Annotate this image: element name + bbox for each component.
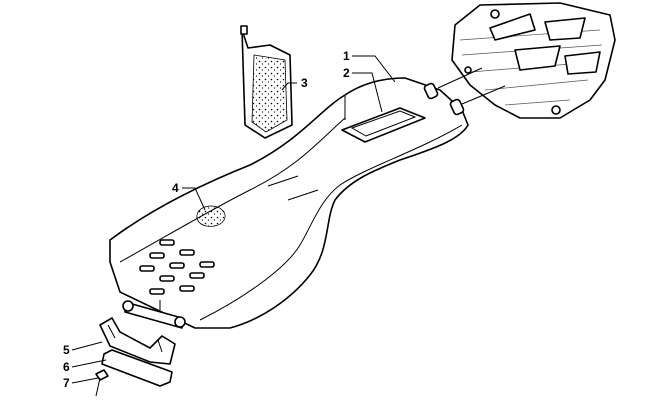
skid-plate <box>109 77 469 329</box>
callout-3: 3 <box>301 76 308 90</box>
vent-slots <box>139 239 215 295</box>
bracket <box>99 317 176 365</box>
callout-1: 1 <box>343 49 350 63</box>
callout-5: 5 <box>63 343 70 357</box>
leader-lines <box>71 55 396 384</box>
callout-4: 4 <box>172 181 179 195</box>
rivet <box>95 369 109 397</box>
adhesive-patch <box>196 205 226 227</box>
callout-7: 7 <box>63 376 70 390</box>
callout-2: 2 <box>343 66 350 80</box>
hinge-rod <box>122 300 186 329</box>
decal-plate <box>341 107 426 143</box>
callout-labels: 1 2 3 4 5 6 7 <box>63 49 350 390</box>
foam-insert <box>240 25 293 139</box>
engine-assembly <box>451 2 616 119</box>
alignment-lines <box>437 67 506 105</box>
mounting-plate <box>101 349 173 387</box>
callout-6: 6 <box>63 360 70 374</box>
